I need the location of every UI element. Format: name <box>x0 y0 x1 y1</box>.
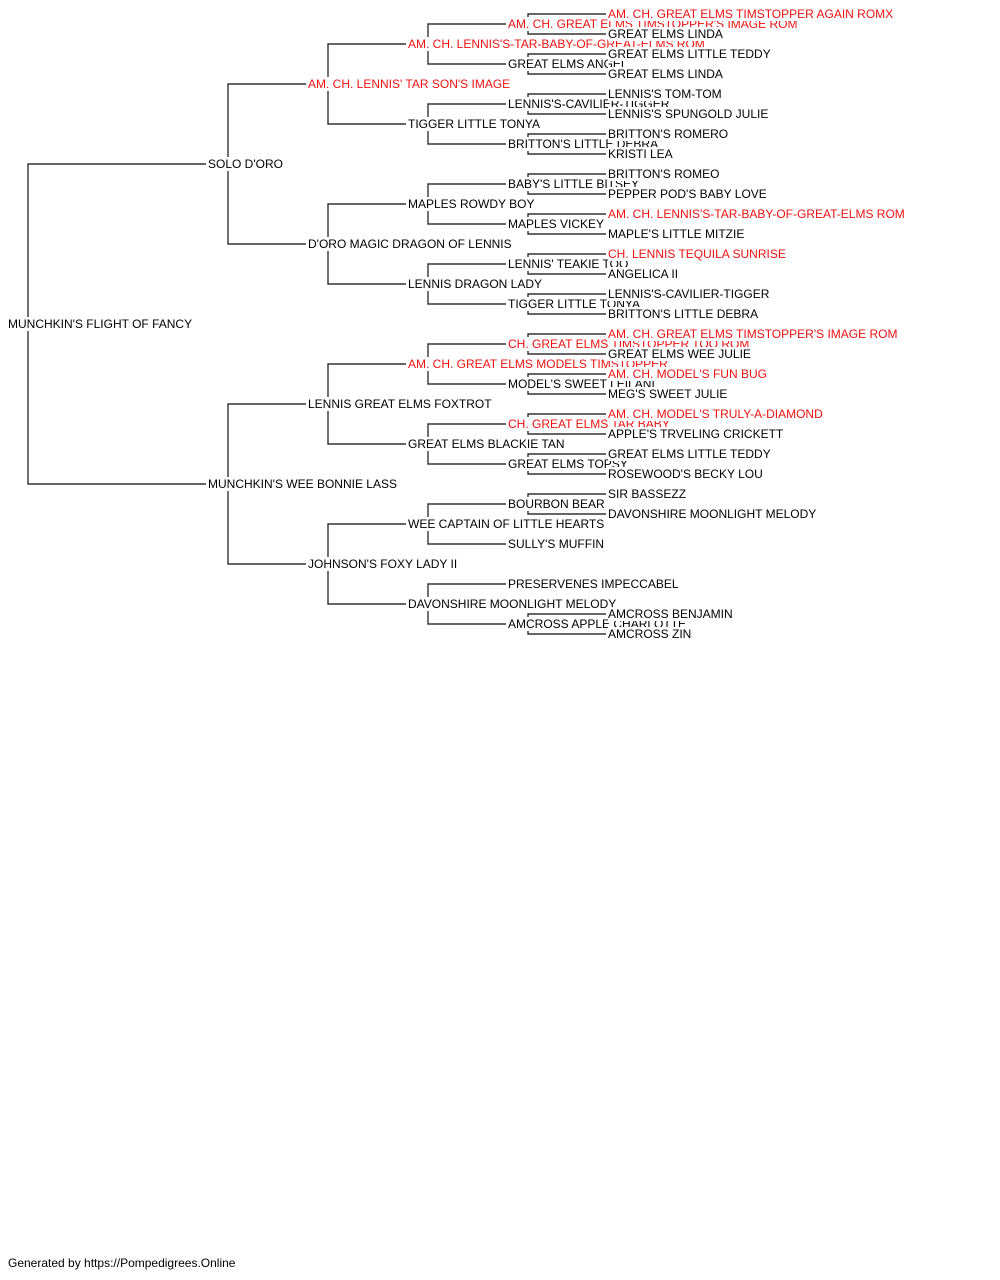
dog-pedigree-sire-dam-sire-sire-sire: BRITTON'S ROMEO <box>608 167 722 181</box>
dog-pedigree-dam: MUNCHKIN'S WEE BONNIE LASS <box>208 477 399 491</box>
dog-pedigree-dam-sire-sire: AM. CH. GREAT ELMS MODELS TIMSTOPPER <box>408 357 670 371</box>
dog-pedigree-dam-sire-sire-sire-dam: GREAT ELMS WEE JULIE <box>608 347 753 361</box>
dog-pedigree-dam-sire-dam-sire-dam: APPLE'S TRVELING CRICKETT <box>608 427 786 441</box>
connector-pedigree <box>27 163 206 485</box>
dog-pedigree-dam-sire-dam-dam: GREAT ELMS TOPSY <box>508 457 630 471</box>
dog-pedigree-sire-dam-dam-dam-dam: BRITTON'S LITTLE DEBRA <box>608 307 761 321</box>
dog-pedigree-sire-dam: D'ORO MAGIC DRAGON OF LENNIS <box>308 237 514 251</box>
dog-pedigree-sire-dam-dam-sire-dam: ANGELICA II <box>608 267 681 281</box>
dog-pedigree-sire-dam-dam-dam-sire: LENNIS'S-CAVILIER-TIGGER <box>608 287 772 301</box>
dog-pedigree-dam-dam-sire-sire-sire: SIR BASSEZZ <box>608 487 689 501</box>
footer-credit: Generated by https://Pompedigrees.Online <box>8 1256 236 1270</box>
dog-pedigree-sire-dam-sire-sire-dam: PEPPER POD'S BABY LOVE <box>608 187 769 201</box>
dog-pedigree-dam-sire-dam-dam-sire: GREAT ELMS LITTLE TEDDY <box>608 447 773 461</box>
dog-pedigree-dam-sire-dam-sire-sire: AM. CH. MODEL'S TRULY-A-DIAMOND <box>608 407 825 421</box>
dog-pedigree-dam-dam-sire: WEE CAPTAIN OF LITTLE HEARTS <box>408 517 607 531</box>
dog-pedigree-dam-dam-dam-sire: PRESERVENES IMPECCABEL <box>508 577 681 591</box>
dog-pedigree-dam-sire-dam-dam-dam: ROSEWOOD'S BECKY LOU <box>608 467 765 481</box>
dog-pedigree-sire-dam-sire-dam: MAPLES VICKEY <box>508 217 607 231</box>
dog-pedigree-dam-dam-sire-dam: SULLY'S MUFFIN <box>508 537 607 551</box>
dog-pedigree-sire-dam-dam-sire: LENNIS' TEAKIE TOO <box>508 257 631 271</box>
dog-pedigree-sire-sire-dam-sire-sire: LENNIS'S TOM-TOM <box>608 87 724 101</box>
dog-pedigree-dam-dam: JOHNSON'S FOXY LADY II <box>308 557 460 571</box>
dog-pedigree-dam-sire-sire-dam-dam: MEG'S SWEET JULIE <box>608 387 730 401</box>
connector-pedigree-sire-dam <box>327 203 406 285</box>
dog-pedigree-sire-dam-sire-dam-dam: MAPLE'S LITTLE MITZIE <box>608 227 747 241</box>
dog-pedigree-sire-sire-sire-dam-dam: GREAT ELMS LINDA <box>608 67 725 81</box>
dog-pedigree-sire-sire-sire-sire-sire: AM. CH. GREAT ELMS TIMSTOPPER AGAIN ROMX <box>608 7 896 21</box>
dog-pedigree-dam-dam-sire-sire: BOURBON BEAR <box>508 497 607 511</box>
dog-pedigree-dam-sire-sire-sire-sire: AM. CH. GREAT ELMS TIMSTOPPER'S IMAGE RO… <box>608 327 900 341</box>
dog-pedigree-sire-sire-dam-dam-dam: KRISTI LEA <box>608 147 675 161</box>
dog-pedigree-dam-dam-sire-sire-dam: DAVONSHIRE MOONLIGHT MELODY <box>608 507 819 521</box>
connector-pedigree-sire-sire <box>327 43 406 125</box>
dog-pedigree-sire-sire-dam-sire-dam: LENNIS'S SPUNGOLD JULIE <box>608 107 771 121</box>
dog-pedigree-dam-sire-sire-dam-sire: AM. CH. MODEL'S FUN BUG <box>608 367 769 381</box>
connector-pedigree-sire <box>227 83 306 245</box>
dog-pedigree-sire-dam-sire: MAPLES ROWDY BOY <box>408 197 537 211</box>
dog-pedigree-dam-sire-dam: GREAT ELMS BLACKIE TAN <box>408 437 567 451</box>
dog-pedigree-dam-sire: LENNIS GREAT ELMS FOXTROT <box>308 397 494 411</box>
dog-pedigree-sire-dam-sire-sire: BABY'S LITTLE BITSEY <box>508 177 642 191</box>
dog-pedigree-sire-dam-dam: LENNIS DRAGON LADY <box>408 277 545 291</box>
connector-pedigree-dam-sire <box>327 363 406 445</box>
connector-pedigree-dam <box>227 403 306 565</box>
dog-pedigree-sire-dam-dam-sire-sire: CH. LENNIS TEQUILA SUNRISE <box>608 247 788 261</box>
dog-pedigree-sire-sire-dam-dam-sire: BRITTON'S ROMERO <box>608 127 731 141</box>
dog-pedigree-sire-sire-sire-sire-dam: GREAT ELMS LINDA <box>608 27 725 41</box>
connector-pedigree-dam-dam <box>327 523 406 605</box>
dog-pedigree: MUNCHKIN'S FLIGHT OF FANCY <box>8 317 195 331</box>
dog-pedigree-sire-sire-sire-dam-sire: GREAT ELMS LITTLE TEDDY <box>608 47 773 61</box>
dog-pedigree-sire-sire-dam: TIGGER LITTLE TONYA <box>408 117 543 131</box>
dog-pedigree-dam-dam-dam: DAVONSHIRE MOONLIGHT MELODY <box>408 597 619 611</box>
dog-pedigree-dam-dam-dam-dam-sire: AMCROSS BENJAMIN <box>608 607 735 621</box>
dog-pedigree-sire-sire: AM. CH. LENNIS' TAR SON'S IMAGE <box>308 77 513 91</box>
dog-pedigree-sire: SOLO D'ORO <box>208 157 285 171</box>
dog-pedigree-dam-dam-dam-dam-dam: AMCROSS ZIN <box>608 627 694 641</box>
dog-pedigree-sire-sire-sire-dam: GREAT ELMS ANGEL <box>508 57 630 71</box>
dog-pedigree-sire-dam-sire-dam-sire: AM. CH. LENNIS'S-TAR-BABY-OF-GREAT-ELMS … <box>608 207 907 221</box>
